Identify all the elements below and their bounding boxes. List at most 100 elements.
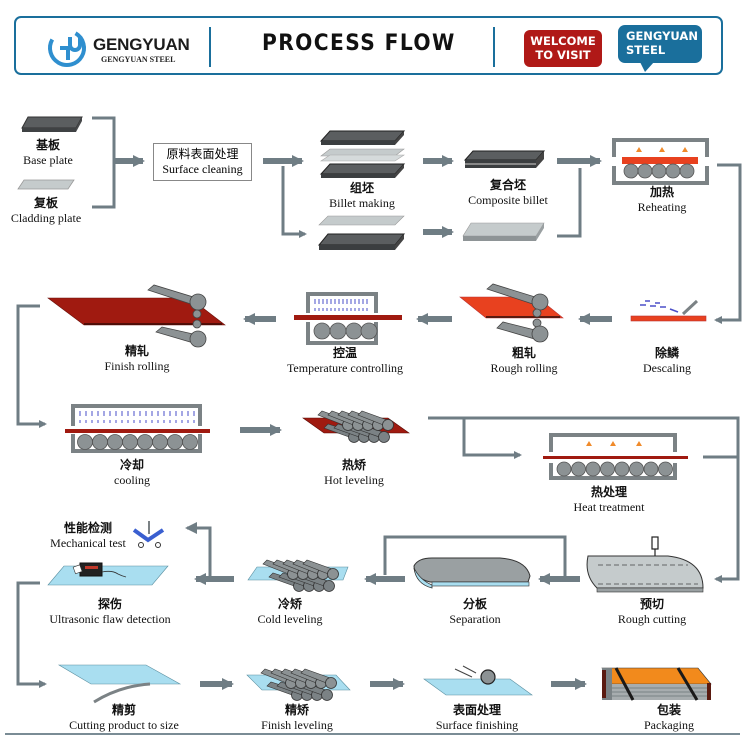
step-label-zh: 热处理 xyxy=(590,485,627,499)
descaling-icon xyxy=(630,299,707,322)
hot-leveling-icon xyxy=(302,410,410,443)
step-label-zh: 表面处理 xyxy=(452,703,501,717)
base-plate-icon xyxy=(21,116,83,132)
welcome-badge: WELCOME TO VISIT xyxy=(524,30,602,67)
rough-cutting-label: 预切 Rough cutting xyxy=(618,597,686,627)
rough-rolling-icon xyxy=(459,283,564,343)
step-label-zh: 冷却 xyxy=(119,458,144,472)
row-connector xyxy=(428,416,740,583)
composite-billet-icon xyxy=(463,150,546,168)
header-divider xyxy=(209,27,211,67)
roller xyxy=(152,434,168,450)
step-label-en: Packaging xyxy=(644,718,694,732)
finish-leveling-icon xyxy=(246,668,351,701)
bottom-divider xyxy=(5,733,740,735)
brand-speech-badge: GENGYUAN STEEL xyxy=(618,25,702,72)
roller xyxy=(122,434,138,450)
split-arrow xyxy=(185,522,234,585)
step-label-en: Surface cleaning xyxy=(162,162,243,176)
roller xyxy=(643,461,659,477)
header-banner: GENGYUAN GENGYUAN STEEL PROCESS FLOW WEL… xyxy=(14,16,723,75)
step-label-zh: 基板 xyxy=(35,138,60,152)
roller xyxy=(378,431,390,443)
step-label-zh: 精轧 xyxy=(124,344,150,358)
step-label-en: Billet making xyxy=(329,196,395,210)
finish-rolling-icon xyxy=(47,284,226,348)
split-arrow xyxy=(263,155,307,238)
roller xyxy=(600,461,615,477)
step-label-zh: 性能检测 xyxy=(63,521,113,535)
reheating-label: 加热 Reheating xyxy=(638,185,687,215)
roller xyxy=(321,689,333,701)
step-label-zh: 粗轧 xyxy=(511,346,537,360)
step-label-en: Reheating xyxy=(637,200,687,214)
packaging-icon xyxy=(601,667,712,701)
step-label-en: Cutting product to size xyxy=(69,718,179,732)
separation-label: 分板 Separation xyxy=(449,597,500,627)
cooling-icon xyxy=(65,404,210,453)
roller xyxy=(137,434,153,450)
roller xyxy=(92,434,108,450)
row-connector xyxy=(16,581,47,688)
packaging-label: 包装 Packaging xyxy=(644,703,694,733)
step-label-zh: 复合坯 xyxy=(489,178,527,192)
heat-treatment-icon xyxy=(543,433,688,480)
composite-billet-lower-icon xyxy=(462,222,545,241)
roller xyxy=(107,434,123,450)
finish-leveling-label: 精矫 Finish leveling xyxy=(261,703,333,733)
roller xyxy=(77,434,93,450)
split-arrow xyxy=(383,535,580,585)
step-label-en: Base plate xyxy=(23,153,73,167)
step-label-zh: 除鳞 xyxy=(654,346,680,360)
cladding-plate-label: 复板 Cladding plate xyxy=(11,196,81,226)
step-label-en: Rough rolling xyxy=(490,361,558,375)
ultrasonic-detection-icon xyxy=(47,562,169,586)
step-label-en: Descaling xyxy=(643,361,691,375)
rough-cutting-icon xyxy=(586,536,704,593)
merge-bracket-arrow xyxy=(92,116,145,209)
roller xyxy=(382,419,394,431)
heat-treatment-label: 热处理 Heat treatment xyxy=(574,485,645,515)
roller xyxy=(658,461,673,477)
step-label-en: Separation xyxy=(449,612,501,626)
step-label-zh: 复板 xyxy=(33,196,59,210)
roller xyxy=(325,677,337,689)
step-label-zh: 热矫 xyxy=(341,458,366,472)
step-label-en: Ultrasonic flaw detection xyxy=(49,612,171,626)
gengyuan-logo-icon xyxy=(48,29,86,67)
cooling-label: 冷却 cooling xyxy=(114,458,150,488)
step-label-en: Finish rolling xyxy=(104,359,170,373)
step-label-en: Surface finishing xyxy=(435,718,519,732)
step-label-en: Finish leveling xyxy=(261,718,333,732)
step-label-zh: 组坯 xyxy=(349,181,375,195)
ultrasonic-label: 探伤 Ultrasonic flaw detection xyxy=(49,597,170,627)
billet-making-label: 组坯 Billet making xyxy=(329,181,395,211)
welcome-badge-line1: WELCOME xyxy=(530,34,596,48)
header-divider xyxy=(493,27,495,67)
step-label-zh: 加热 xyxy=(649,185,674,199)
cold-leveling-label: 冷矫 Cold leveling xyxy=(258,597,323,627)
roller xyxy=(629,461,644,477)
descaling-label: 除鳞 Descaling xyxy=(643,346,691,376)
billet-making-icon xyxy=(319,130,406,178)
mechanical-test-icon xyxy=(132,521,165,548)
surface-finishing-label: 表面处理 Surface finishing xyxy=(436,703,518,733)
temperature-controlling-label: 控温 Temperature controlling xyxy=(287,346,403,376)
step-label-en: Cladding plate xyxy=(10,211,82,225)
step-label-en: Temperature controlling xyxy=(286,361,404,375)
cladding-plate-icon xyxy=(17,179,75,190)
roller xyxy=(556,461,572,477)
roller xyxy=(585,461,601,477)
step-label-zh: 精矫 xyxy=(284,703,310,717)
roller xyxy=(327,568,339,580)
brand-badge-line2: STEEL xyxy=(626,43,666,57)
separation-icon xyxy=(413,557,531,589)
roller xyxy=(167,434,183,450)
step-label-en: Cold leveling xyxy=(257,612,323,626)
hot-leveling-label: 热矫 Hot leveling xyxy=(324,458,384,488)
composite-billet-label: 复合坯 Composite billet xyxy=(468,178,548,208)
step-label-zh: 控温 xyxy=(332,346,357,360)
brand-badge-line1: GENGYUAN xyxy=(626,29,698,43)
step-label-zh: 原料表面处理 xyxy=(166,147,239,161)
cutting-to-size-label: 精剪 Cutting product to size xyxy=(69,703,179,733)
